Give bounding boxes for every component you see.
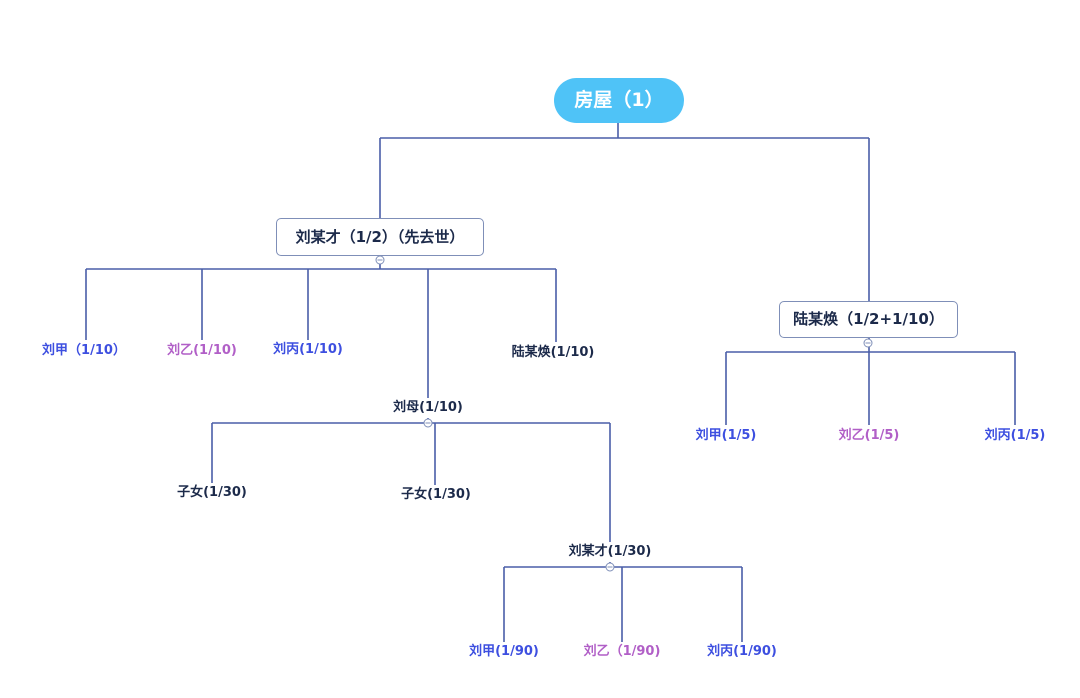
node-liujia-left[interactable]: 刘甲（1/10） <box>42 343 126 358</box>
node-liuyi-sub[interactable]: 刘乙（1/90) <box>583 644 661 659</box>
node-lu-mouhuan-left[interactable]: 陆某焕(1/10) <box>511 345 595 360</box>
node-liu-moucai[interactable]: 刘某才（1/2）（先去世） <box>276 218 484 256</box>
node-liujia-right[interactable]: 刘甲(1/5) <box>695 428 757 443</box>
node-zinv-1[interactable]: 子女(1/30) <box>177 485 247 500</box>
collapse-toggle-left-branch[interactable] <box>375 255 385 265</box>
node-lu-mouhuan[interactable]: 陆某焕（1/2+1/10） <box>779 301 958 338</box>
node-zinv-2[interactable]: 子女(1/30) <box>401 487 471 502</box>
connector-left-branch <box>85 256 557 398</box>
node-liumu[interactable]: 刘母(1/10) <box>393 400 463 415</box>
connector-root <box>379 120 870 302</box>
collapse-toggle-right-branch[interactable] <box>863 338 873 348</box>
node-liuyi-right[interactable]: 刘乙(1/5) <box>838 428 900 443</box>
root-node[interactable]: 房屋（1） <box>554 78 684 123</box>
node-liubing-right[interactable]: 刘丙(1/5) <box>984 428 1046 443</box>
connector-liucai <box>503 562 743 642</box>
node-liuyi-left[interactable]: 刘乙(1/10) <box>167 343 237 358</box>
collapse-toggle-liucai[interactable] <box>605 562 615 572</box>
node-liu-moucai-sub[interactable]: 刘某才(1/30) <box>568 544 652 559</box>
connector-right-branch <box>725 337 1016 425</box>
node-liujia-sub[interactable]: 刘甲(1/90) <box>469 644 539 659</box>
node-liubing-sub[interactable]: 刘丙(1/90) <box>707 644 777 659</box>
node-liubing-left[interactable]: 刘丙(1/10) <box>273 342 343 357</box>
connector-mu <box>211 418 611 542</box>
collapse-toggle-mu[interactable] <box>423 418 433 428</box>
